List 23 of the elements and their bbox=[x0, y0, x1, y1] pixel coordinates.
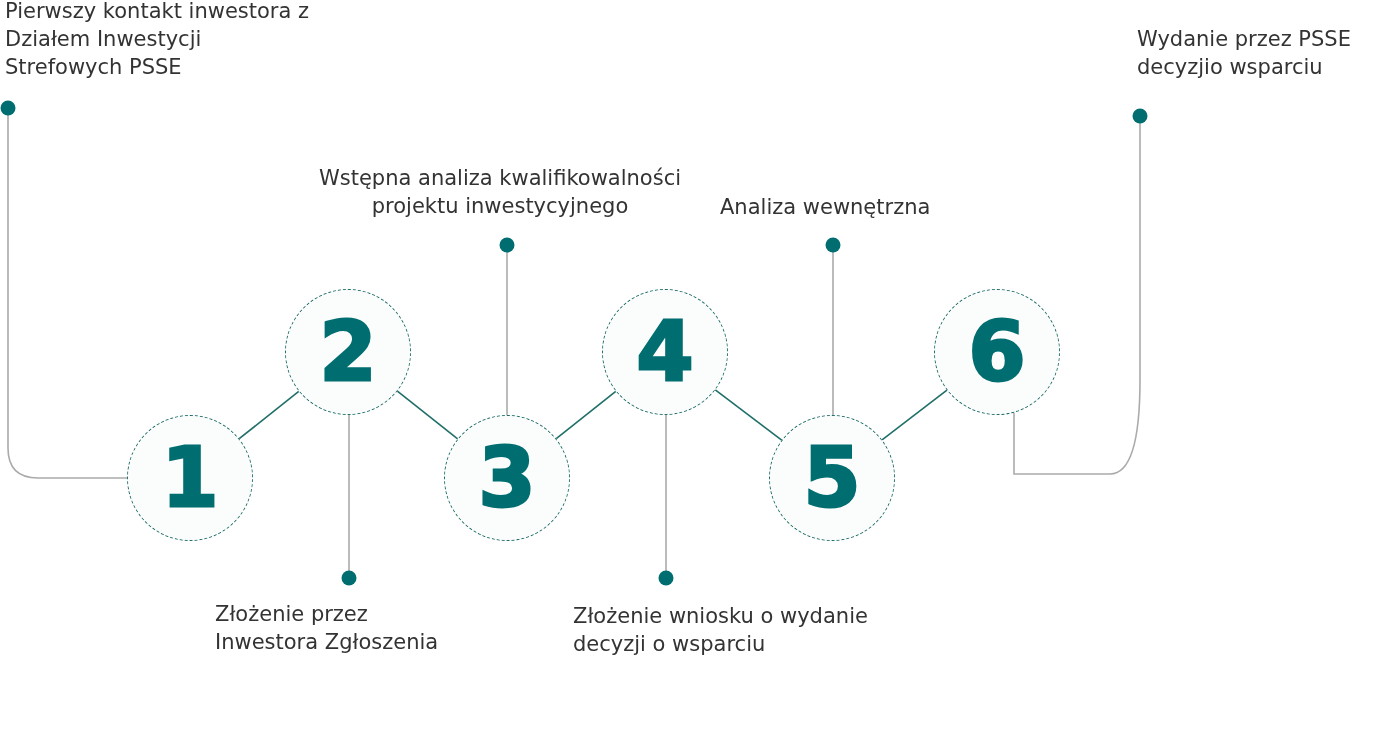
leader-line bbox=[341, 414, 357, 586]
step-description: Pierwszy kontakt inwestora z Działem Inwestycji Strefowych PSSE bbox=[5, 0, 310, 81]
step-number: 5 bbox=[803, 437, 861, 519]
connector-line bbox=[881, 389, 948, 441]
leader-line bbox=[658, 414, 674, 586]
leader-line bbox=[825, 237, 841, 416]
step-description: Analiza wewnętrzna bbox=[720, 193, 980, 221]
step-number: 2 bbox=[319, 311, 377, 393]
step-description: Wstępna analiza kwalifikowalności projektu inwestycyjnego bbox=[280, 164, 720, 220]
leader-line bbox=[0, 100, 128, 479]
connector-line bbox=[555, 390, 617, 440]
step-number: 4 bbox=[636, 311, 694, 393]
step-number: 1 bbox=[161, 437, 219, 519]
leader-line bbox=[1013, 108, 1148, 475]
leader-line bbox=[499, 237, 515, 416]
step-number: 6 bbox=[968, 311, 1026, 393]
step-description: Złożenie przez Inwestora Zgłoszenia bbox=[215, 600, 455, 656]
step-description: Wydanie przez PSSE decyzjio wsparciu bbox=[1137, 25, 1377, 81]
step-description: Złożenie wniosku o wydanie decyzji o wsparciu bbox=[573, 602, 943, 658]
step-number: 3 bbox=[478, 437, 536, 519]
connector-line bbox=[238, 390, 300, 440]
connector-line bbox=[714, 389, 783, 441]
connector-line bbox=[396, 390, 459, 440]
